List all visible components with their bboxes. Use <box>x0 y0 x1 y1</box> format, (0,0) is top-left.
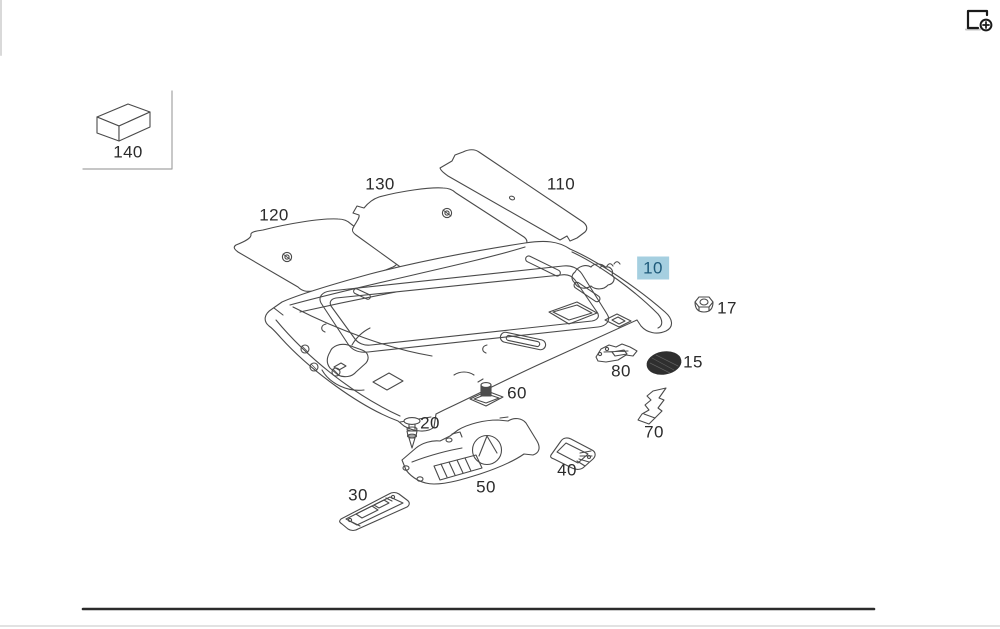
part-15-drawing <box>646 351 682 375</box>
part-callout-20[interactable]: 20 <box>420 413 440 433</box>
part-callout-70[interactable]: 70 <box>644 422 664 442</box>
part-10-headliner-drawing <box>264 240 673 432</box>
part-50-drawing <box>401 416 540 485</box>
part-callout-40[interactable]: 40 <box>557 460 577 480</box>
part-callout-30[interactable]: 30 <box>348 485 368 505</box>
part-17-drawing <box>694 296 714 313</box>
part-callout-130[interactable]: 130 <box>365 174 395 194</box>
slot-cutout <box>573 281 601 303</box>
part-80-drawing <box>595 343 638 363</box>
part-140-drawing <box>96 103 151 142</box>
slot-cutout <box>525 255 561 277</box>
part-callout-15[interactable]: 15 <box>683 352 703 372</box>
part-callout-120[interactable]: 120 <box>259 205 289 225</box>
ripple-marks <box>599 261 621 269</box>
part-20-drawing <box>403 417 421 449</box>
part-callout-50[interactable]: 50 <box>476 477 496 497</box>
rear-console-cutout <box>571 263 615 290</box>
frame-with-plus-icon[interactable] <box>965 9 993 32</box>
handle-recess <box>499 331 547 351</box>
switch-recess <box>548 301 598 325</box>
part-30-drawing <box>339 491 410 532</box>
slot-cutout <box>353 288 371 300</box>
front-console-detail <box>300 327 371 391</box>
part-callout-80[interactable]: 80 <box>611 361 631 381</box>
part-40-drawing <box>550 437 596 470</box>
part-callout-140[interactable]: 140 <box>113 142 143 162</box>
part-callout-60[interactable]: 60 <box>507 383 527 403</box>
part-60-drawing <box>469 378 504 407</box>
visor-recess <box>372 372 404 391</box>
part-callout-10-selected[interactable]: 10 <box>637 256 669 280</box>
handle-recess-inner <box>505 334 541 348</box>
part-70-drawing <box>637 387 667 425</box>
part-callout-17[interactable]: 17 <box>717 298 737 318</box>
part-110-drawing <box>439 149 588 242</box>
part-callout-110[interactable]: 110 <box>546 174 576 194</box>
lamp-recess <box>604 313 632 328</box>
inset-border <box>82 90 173 170</box>
